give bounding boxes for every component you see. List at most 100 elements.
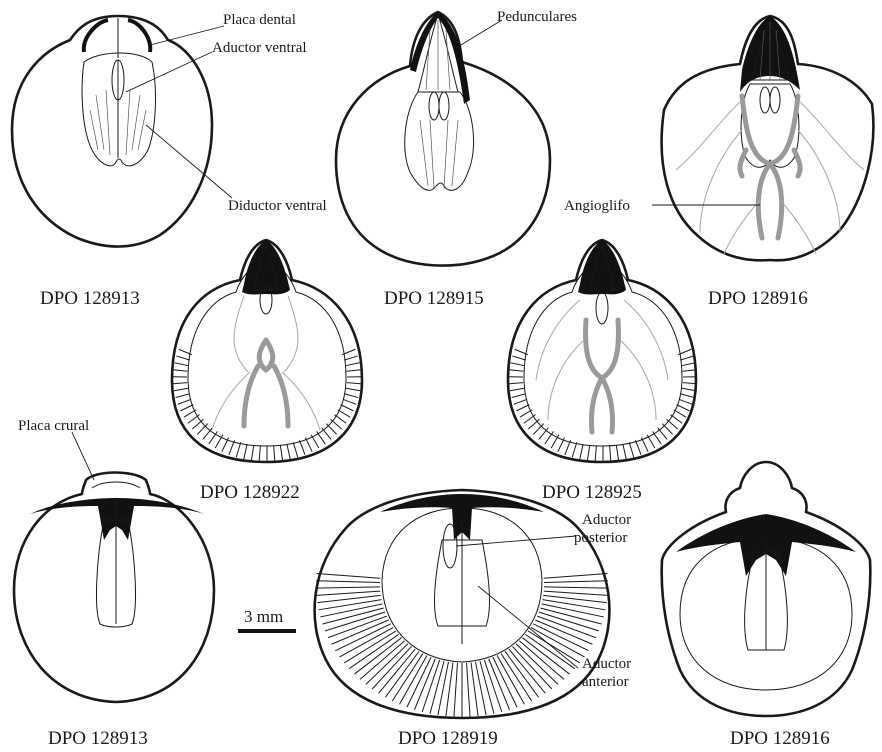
striation-line (616, 445, 618, 461)
striation-line (610, 446, 611, 462)
striation-line (512, 356, 526, 360)
labels-specimen-b: Pedunculares (456, 9, 577, 48)
caption-f: DPO 128913 (48, 728, 148, 749)
striation-line (667, 419, 678, 429)
striation-line (670, 415, 682, 424)
striation-line (173, 370, 187, 372)
striation-line (528, 419, 539, 429)
label-aductor-anterior-2: anterior (582, 674, 629, 690)
specimen-d-ventral-valve (172, 240, 362, 462)
striation-line (259, 446, 260, 462)
striation-line (345, 394, 359, 398)
striation-line (505, 651, 539, 697)
striation-line (287, 444, 290, 460)
striation-line (178, 399, 191, 404)
striation-line (539, 428, 549, 440)
striation-line (305, 438, 312, 452)
striation-line (681, 394, 695, 398)
label-angioglifo: Angioglifo (564, 198, 630, 214)
striation-line (467, 663, 471, 717)
striation-line (544, 591, 608, 595)
striation-line (511, 363, 525, 366)
striation-line (176, 394, 190, 398)
caption-g: DPO 128919 (398, 728, 498, 749)
specimen-f-dorsal-valve (14, 473, 214, 703)
labels-specimen-c: Angioglifo (564, 198, 760, 214)
caption-a: DPO 128913 (40, 288, 140, 309)
striation-line (572, 442, 577, 457)
dental-plate-right (128, 20, 150, 52)
labels-specimen-f: Placa crural (18, 418, 94, 480)
striation-line (509, 383, 523, 384)
striation-line (525, 634, 575, 668)
striation-line (347, 383, 361, 384)
dental-plate-left (84, 20, 108, 52)
striation-line (533, 424, 543, 435)
striation-line (317, 431, 326, 444)
striation-line (366, 644, 408, 685)
striation-line (280, 445, 282, 461)
striation-line (331, 419, 342, 429)
striation-line (203, 428, 213, 440)
striation-line (658, 428, 668, 440)
caption-d: DPO 128922 (200, 482, 300, 503)
striation-line (184, 410, 196, 417)
striation-line (454, 663, 458, 717)
label-placa-crural: Placa crural (18, 418, 89, 434)
caption-c: DPO 128916 (708, 288, 808, 309)
caption-h: DPO 128916 (730, 728, 830, 749)
striation-line (341, 405, 354, 411)
striation-line (522, 638, 569, 674)
striation-line (544, 573, 608, 578)
striation-line (372, 646, 411, 689)
striation-line (641, 438, 648, 452)
striation-line (635, 440, 641, 455)
label-pedunculares: Pedunculares (497, 9, 577, 25)
striation-line (587, 445, 589, 461)
striation-line (565, 440, 571, 455)
striation-line (344, 356, 358, 360)
striation-line (173, 383, 187, 384)
specimen-a-ventral-valve (12, 16, 212, 247)
labels-specimen-g: Aductor posterior Aductor anterior (456, 512, 631, 690)
striation-line (188, 415, 200, 424)
striation-line (512, 394, 526, 398)
striation-line (326, 424, 336, 435)
striation-line (544, 581, 608, 583)
specimen-h-dorsal-valve (662, 462, 871, 716)
label-diductor-ventral: Diductor ventral (228, 198, 327, 214)
scale-bar-label: 3 mm (244, 607, 283, 626)
striation-line (175, 363, 189, 366)
striation-line (595, 446, 596, 462)
striation-line (674, 410, 686, 417)
striation-line (677, 405, 690, 411)
striation-line (510, 388, 524, 390)
striation-line (680, 356, 694, 360)
striation-line (516, 644, 558, 685)
striation-line (360, 641, 405, 680)
specimen-g-dorsal-valve (315, 490, 610, 718)
striation-line (251, 445, 253, 461)
striation-line (192, 419, 203, 429)
striation-line (244, 444, 247, 460)
striation-line (274, 446, 275, 462)
striation-line (322, 428, 332, 440)
striation-line (354, 638, 401, 674)
labels-specimen-a: Placa dental Aductor ventral Diductor ve… (126, 12, 327, 214)
label-placa-dental: Placa dental (223, 12, 296, 28)
striation-line (299, 440, 305, 455)
striation-line (514, 399, 527, 404)
striation-line (682, 388, 696, 390)
striation-line (682, 363, 696, 366)
striation-line (343, 399, 356, 404)
striation-line (181, 405, 194, 411)
caption-e: DPO 128925 (542, 482, 642, 503)
striation-line (519, 641, 564, 680)
label-aductor-posterior-2: posterior (574, 530, 627, 546)
striation-line (316, 587, 380, 588)
label-aductor-posterior-1: Aductor (582, 512, 631, 528)
striation-line (662, 424, 672, 435)
specimen-c-ventral-valve (662, 16, 874, 260)
